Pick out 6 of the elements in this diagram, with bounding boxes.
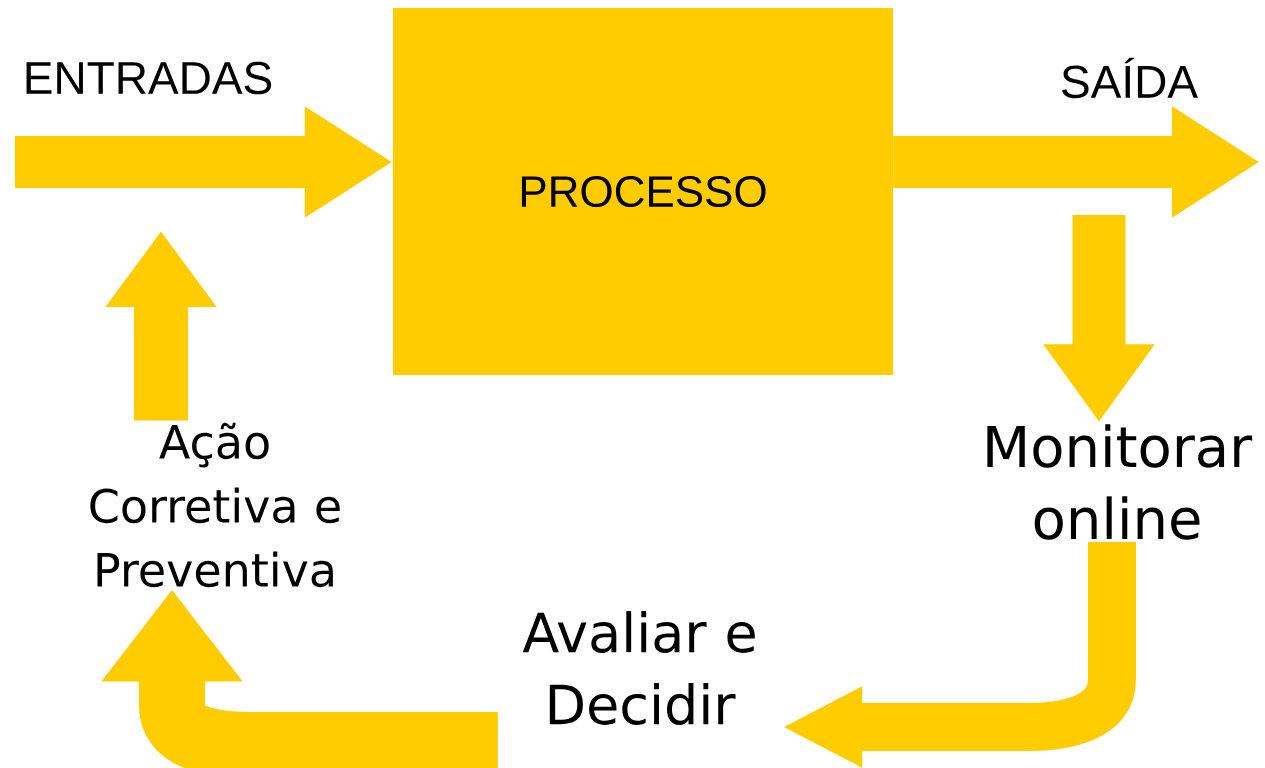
edge-label: SAÍDA: [1062, 57, 1198, 99]
step-label: Monitorar online: [987, 424, 1253, 540]
step-label: Avaliar e Decidir: [522, 611, 755, 725]
step-label: Ação Corretiva e Preventiva: [90, 422, 340, 588]
process-box: PROCESSO: [393, 8, 893, 375]
edge-label: ENTRADAS: [26, 61, 272, 95]
